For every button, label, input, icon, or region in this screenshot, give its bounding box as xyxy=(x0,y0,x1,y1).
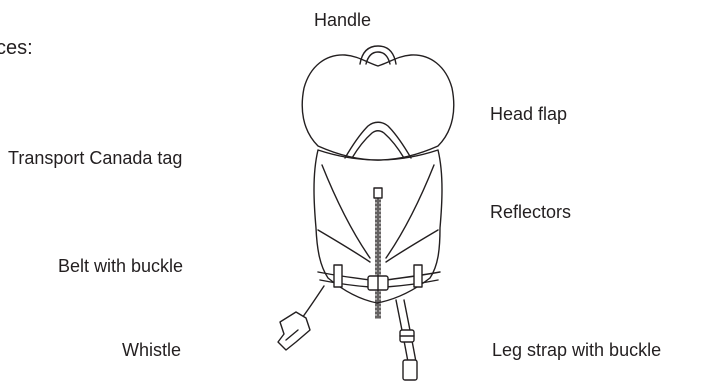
whistle-cord xyxy=(302,286,324,318)
leg-strap-end xyxy=(403,360,417,380)
belt-loop-right xyxy=(414,265,422,287)
head-flap xyxy=(302,55,454,160)
belt-loop-left xyxy=(334,265,342,287)
zipper-pull xyxy=(374,188,382,198)
whistle xyxy=(278,312,310,350)
